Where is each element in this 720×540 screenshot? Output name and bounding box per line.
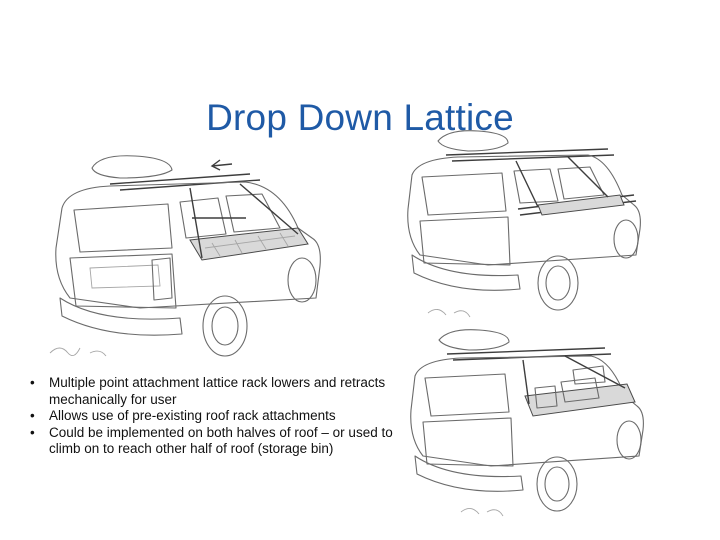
suv-sketch-skis-on-lattice (398, 125, 648, 325)
bullet-list: • Multiple point attachment lattice rack… (24, 375, 409, 458)
bullet-dot: • (30, 408, 35, 423)
bullet-item: • Allows use of pre-existing roof rack a… (24, 408, 409, 425)
bullet-text: Could be implemented on both halves of r… (49, 424, 393, 457)
bullet-item: • Could be implemented on both halves of… (24, 425, 409, 458)
bullet-text: Allows use of pre-existing roof rack att… (49, 408, 336, 423)
bullet-dot: • (30, 375, 35, 390)
bullet-dot: • (30, 424, 35, 440)
suv-sketch-lattice-lowered (40, 148, 340, 380)
suv-sketch-storage-on-lattice (405, 322, 650, 527)
bullet-text: Multiple point attachment lattice rack l… (49, 375, 386, 407)
bullet-item: • Multiple point attachment lattice rack… (24, 375, 409, 408)
